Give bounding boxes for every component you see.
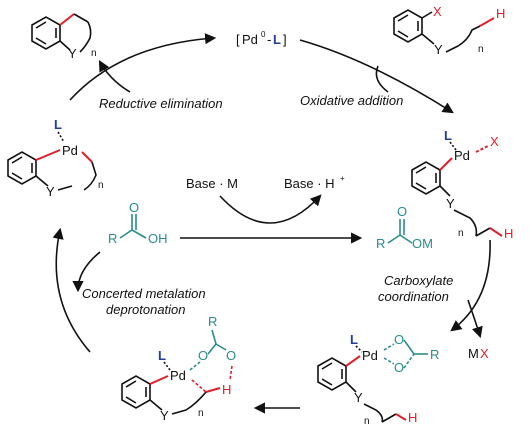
arrow-mx-release — [467, 299, 483, 339]
step-oxidative-addition: Oxidative addition — [300, 93, 403, 108]
svg-text:H: H — [504, 226, 513, 241]
step-reductive-elimination: Reductive elimination — [99, 96, 223, 111]
svg-text:n: n — [98, 180, 104, 191]
oxidative-addition-complex: L Pd X Y n H — [411, 128, 513, 241]
carboxylate-complex: L Pd O O R Y n H — [317, 332, 439, 427]
carboxylate-r-group: R — [376, 236, 385, 251]
svg-text:n: n — [364, 416, 370, 427]
svg-text:Y: Y — [434, 42, 443, 57]
cmd-h-atom: H — [222, 382, 231, 397]
svg-text:n: n — [91, 48, 97, 59]
svg-text:Y: Y — [46, 184, 55, 199]
palladacycle-molecule: L Pd Y n — [7, 117, 104, 199]
product-molecule: Y n — [31, 13, 97, 61]
arrow-product-release — [98, 60, 131, 93]
svg-text:R: R — [208, 314, 217, 329]
oa-pd: Pd — [454, 148, 470, 163]
svg-text:]: ] — [283, 32, 287, 47]
arrow-to-oxidative-addition — [299, 39, 454, 114]
svg-text:L: L — [273, 32, 281, 47]
product-y-atom: Y — [68, 46, 77, 61]
arrow-substrate-entry — [375, 65, 389, 93]
catalyst-pd0-label: [ Pd 0 - L ] — [236, 30, 287, 47]
step-carboxylate-line1: Carboxylate — [384, 273, 453, 288]
step-cmd-line2: deprotonation — [106, 302, 186, 317]
cycle-arrows — [52, 33, 491, 414]
substrate-h-atom: H — [496, 6, 505, 21]
arrow-to-catalyst — [69, 33, 217, 101]
svg-text:n: n — [458, 228, 464, 239]
svg-text:R: R — [430, 347, 439, 362]
svg-text:O: O — [198, 348, 208, 363]
mx-m: M — [468, 346, 479, 361]
mx-byproduct: M X — [468, 346, 489, 361]
product-new-cc-bond — [59, 13, 75, 26]
acid-r-group: R — [108, 231, 117, 246]
svg-text:L: L — [158, 348, 166, 363]
svg-text:Y: Y — [160, 408, 169, 423]
cmd-pd: Pd — [170, 368, 186, 383]
mx-x: X — [480, 346, 489, 361]
substrate-molecule: X Y n H — [393, 4, 505, 57]
arrow-acid-feed — [72, 251, 101, 293]
svg-text:0: 0 — [261, 30, 266, 39]
acid-base-exchange: R O OH Base · M Base · H + R O OM — [108, 174, 433, 251]
svg-text:L: L — [54, 117, 62, 132]
arrow-to-palladacycle — [52, 227, 91, 353]
cc-pd: Pd — [362, 348, 378, 363]
svg-text:Y: Y — [354, 390, 363, 405]
svg-text:O: O — [394, 360, 404, 375]
oa-x: X — [490, 134, 499, 149]
svg-text:O: O — [394, 332, 404, 347]
svg-text:n: n — [198, 408, 204, 419]
svg-text:n: n — [478, 44, 484, 55]
svg-text:L: L — [350, 332, 358, 347]
step-cmd-line1: Concerted metalation — [82, 286, 206, 301]
svg-text:Pd: Pd — [242, 32, 258, 47]
svg-text:Y: Y — [446, 196, 455, 211]
svg-text:O: O — [397, 204, 407, 219]
svg-text:[: [ — [236, 32, 240, 47]
cmd-transition-state: L Pd O R O H Y n — [121, 314, 236, 423]
svg-text:-: - — [267, 32, 271, 47]
svg-text:L: L — [444, 128, 452, 143]
substrate-x-atom: X — [433, 4, 442, 19]
svg-text:+: + — [340, 174, 345, 183]
acid-oh: OH — [148, 231, 168, 246]
svg-text:O: O — [129, 200, 139, 215]
step-carboxylate-line2: coordination — [378, 289, 449, 304]
palladacycle-pd: Pd — [62, 143, 78, 158]
svg-text:H: H — [408, 410, 417, 425]
carboxylate-om: OM — [412, 236, 433, 251]
arrow-to-carboxylate-coordination — [450, 239, 491, 332]
base-h-label: Base · H — [284, 176, 335, 191]
svg-text:O: O — [226, 348, 236, 363]
base-m-label: Base · M — [186, 176, 238, 191]
arrow-base-exchange — [219, 194, 322, 224]
